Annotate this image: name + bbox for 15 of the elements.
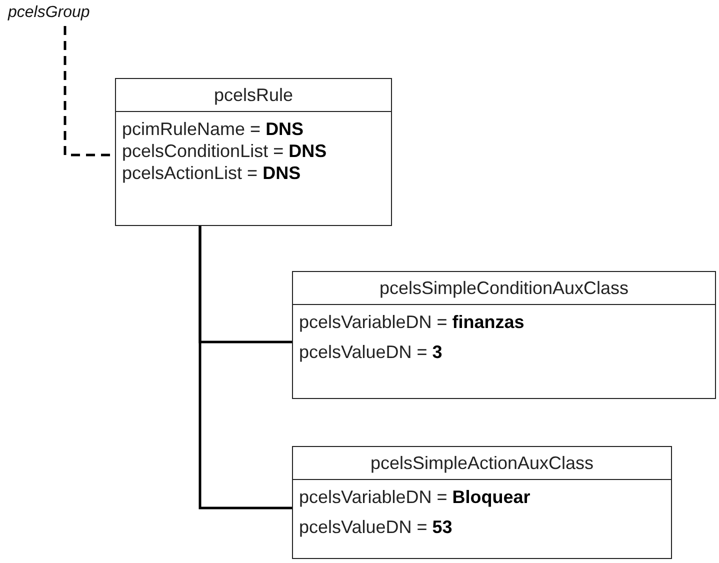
- class-title: pcelsSimpleActionAuxClass: [293, 447, 671, 480]
- attribute-text: pcimRuleName = DNS: [122, 118, 305, 140]
- connector-line: [198, 226, 292, 510]
- class-box: [292, 271, 716, 399]
- attribute-text: pcelsValueDN = 53: [299, 516, 454, 538]
- attribute-text: pcelsConditionList = DNS: [122, 140, 328, 162]
- class-title: pcelsSimpleConditionAuxClass: [293, 272, 715, 305]
- class-name-label: pcelsGroup: [8, 4, 90, 22]
- class-title: pcelsRule: [116, 79, 391, 112]
- attribute-text: pcelsValueDN = 3: [299, 341, 444, 363]
- attribute-text: pcelsVariableDN = finanzas: [299, 311, 526, 333]
- attribute-text: pcelsActionList = DNS: [122, 162, 302, 184]
- class-box: [292, 446, 672, 559]
- class-box: [115, 78, 392, 226]
- attribute-text: pcelsVariableDN = Bloquear: [299, 486, 532, 508]
